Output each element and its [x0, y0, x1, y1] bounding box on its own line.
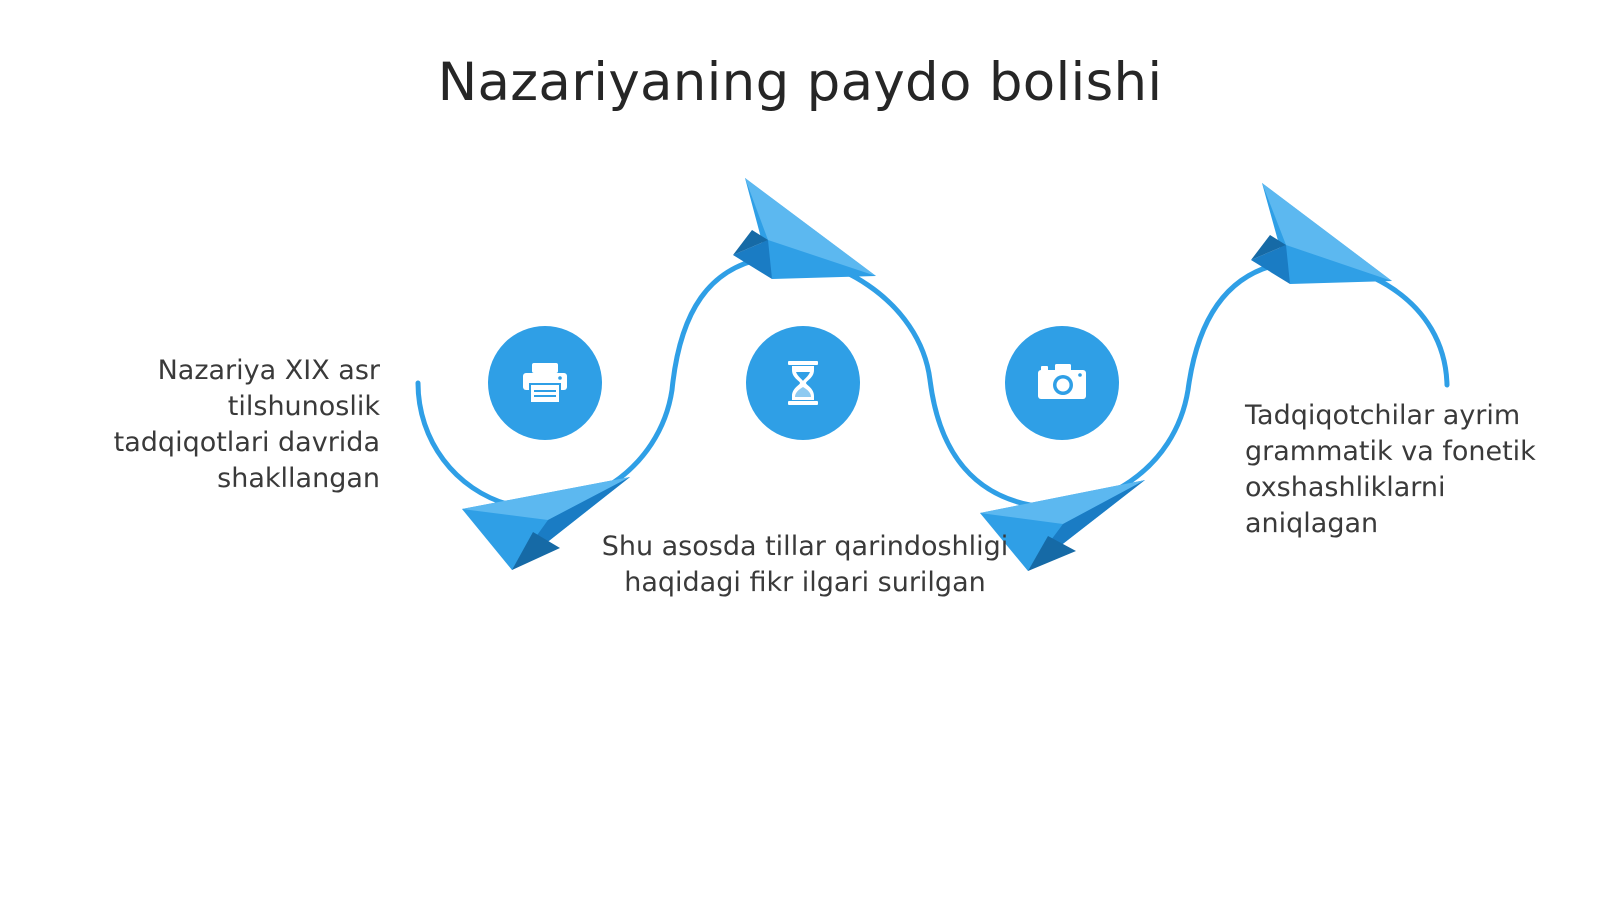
- slide-title: Nazariyaning paydo bolishi: [437, 52, 1163, 113]
- step-2-text: Shu asosda tillar qarindoshligi haqidagi…: [601, 531, 1009, 598]
- paper-plane-3: [980, 480, 1145, 571]
- step-3-text: Tadqiqotchilar ayrim grammatik va foneti…: [1245, 400, 1536, 539]
- step-2-circle: [746, 326, 860, 440]
- step-3-circle: [1005, 326, 1119, 440]
- camera-icon: [1038, 364, 1086, 399]
- step-1-text: Nazariya XIX asr tilshunoslik tadqiqotla…: [113, 355, 380, 494]
- paper-plane-4: [1251, 183, 1392, 284]
- paper-plane-2: [733, 178, 876, 279]
- step-1-circle: [488, 326, 602, 440]
- printer-icon: [523, 363, 567, 404]
- hourglass-icon: [788, 361, 818, 405]
- paper-plane-1: [462, 477, 630, 570]
